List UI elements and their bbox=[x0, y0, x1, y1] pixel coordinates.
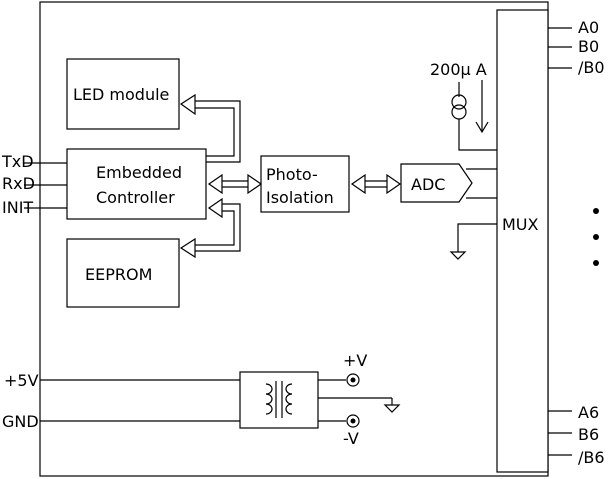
led-module-block bbox=[66, 58, 180, 130]
bus-arrow-eeprom bbox=[179, 197, 241, 259]
current-source-label: 200μ A bbox=[430, 60, 487, 79]
pin-b6: B6 bbox=[578, 425, 599, 444]
pin-rxd: RxD bbox=[2, 174, 35, 193]
bus-arrow-photo-adc bbox=[350, 173, 402, 195]
adc-block bbox=[400, 163, 473, 203]
photo-isolation-label-2: Isolation bbox=[266, 188, 334, 207]
photo-isolation-label-1: Photo- bbox=[266, 165, 318, 184]
ground-icon bbox=[449, 223, 497, 260]
pin-b0: B0 bbox=[578, 37, 599, 56]
pin-gnd: GND bbox=[2, 412, 39, 431]
mux-block bbox=[496, 9, 549, 473]
pin-init: INIT bbox=[2, 198, 33, 217]
embedded-controller-label-2: Controller bbox=[96, 188, 175, 207]
pin-5v: +5V bbox=[4, 371, 39, 390]
channel-ellipsis-icon bbox=[593, 208, 599, 266]
eeprom-block bbox=[66, 238, 180, 308]
eeprom-label: EEPROM bbox=[85, 265, 152, 284]
adc-label: ADC bbox=[411, 175, 445, 194]
embedded-controller-block bbox=[66, 148, 207, 220]
pin-txd: TxD bbox=[1, 152, 34, 171]
channel-terminals-top: A0 B0 /B0 bbox=[548, 18, 605, 77]
pin-nb0: /B0 bbox=[578, 58, 605, 77]
current-source-icon bbox=[451, 80, 497, 151]
isolated-output-terminals: +V -V bbox=[343, 351, 367, 448]
power-pins: +5V GND bbox=[2, 371, 240, 431]
transformer-icon bbox=[239, 371, 401, 429]
mux-label: MUX bbox=[502, 215, 539, 234]
pin-a6: A6 bbox=[578, 403, 599, 422]
output-minus-v: -V bbox=[343, 429, 359, 448]
embedded-controller-label-1: Embedded bbox=[96, 163, 182, 182]
pin-nb6: /B6 bbox=[578, 448, 605, 467]
channel-terminals-bottom: A6 B6 /B6 bbox=[548, 403, 605, 467]
output-plus-v: +V bbox=[343, 351, 367, 370]
pin-a0: A0 bbox=[578, 18, 599, 37]
led-module-label: LED module bbox=[73, 85, 169, 104]
serial-pins: TxD RxD INIT bbox=[1, 152, 67, 217]
photo-isolation-block bbox=[260, 155, 350, 213]
bus-arrow-controller-photo bbox=[207, 173, 263, 195]
bus-arrow-led bbox=[179, 93, 241, 163]
